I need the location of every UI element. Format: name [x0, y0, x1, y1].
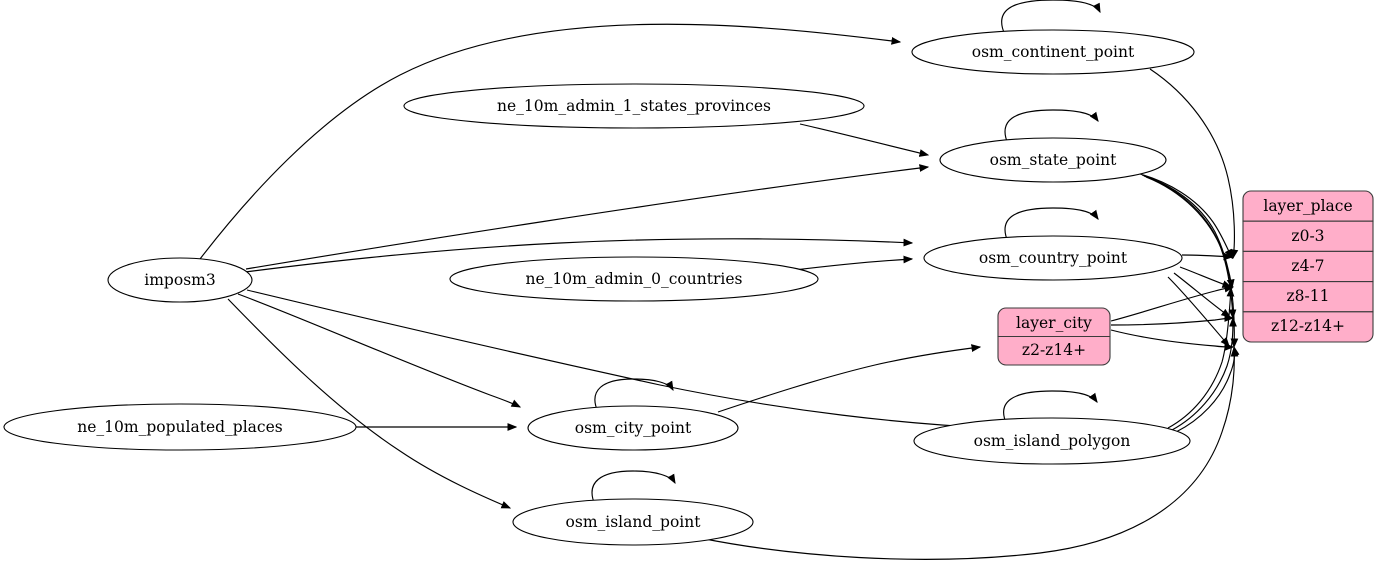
record-row-layer-place-z0-3[interactable]: z0-3	[1291, 227, 1324, 245]
selfloop-osm-continent-point	[1001, 0, 1101, 36]
node-osm-state-point[interactable]: osm_state_point	[939, 137, 1167, 183]
selfloop-osm-country-point	[1004, 207, 1099, 243]
node-ne-10m-populated-places[interactable]: ne_10m_populated_places	[3, 403, 357, 451]
record-row-layer-place-z12-z14[interactable]: z12-z14+	[1271, 317, 1345, 335]
record-row-layer-place-z4-7[interactable]: z4-7	[1291, 257, 1324, 275]
node-label-ne-10m-admin-0-countries: ne_10m_admin_0_countries	[526, 270, 743, 288]
node-osm-continent-point[interactable]: osm_continent_point	[911, 29, 1195, 75]
record-title-layer-city: layer_city	[1016, 314, 1092, 332]
edge-imposm3-osm-island-polygon	[246, 289, 994, 432]
edge-osm-state-point-layer-place	[1139, 173, 1233, 260]
edge-osm-island-polygon-layer-place	[1167, 286, 1235, 429]
edge-osm-country-point-layer-place-3	[1173, 272, 1231, 318]
node-osm-island-polygon[interactable]: osm_island_polygon	[913, 417, 1191, 465]
node-label-osm-continent-point: osm_continent_point	[972, 43, 1135, 61]
node-label-osm-island-point: osm_island_point	[566, 513, 702, 531]
node-osm-city-point[interactable]: osm_city_point	[527, 405, 739, 451]
edge-ne-countries-osm-country-point	[794, 255, 914, 271]
edge-osm-country-point-layer-place-2	[1179, 266, 1233, 288]
selfloop-osm-island-point	[591, 470, 676, 506]
node-label-ne-10m-admin-1-states-provinces: ne_10m_admin_1_states_provinces	[497, 97, 771, 115]
record-title-layer-place: layer_place	[1263, 197, 1352, 215]
record-row-layer-city-z2-z14[interactable]: z2-z14+	[1022, 341, 1086, 359]
edge-osm-continent-point-layer-place	[1149, 68, 1239, 260]
edge-imposm3-osm-country-point	[244, 238, 914, 273]
edge-imposm3-osm-state-point	[245, 164, 930, 270]
selfloop-osm-state-point	[1004, 109, 1099, 145]
edge-layer-city-layer-place	[1110, 284, 1235, 322]
selfloop-osm-island-polygon	[1003, 390, 1098, 426]
node-ne-10m-admin-0-countries[interactable]: ne_10m_admin_0_countries	[449, 256, 819, 302]
edge-layer-city-layer-place-3	[1110, 329, 1235, 351]
records-layer: layer_city z2-z14+ layer_place z0-3 z4-7…	[997, 190, 1374, 366]
node-label-ne-10m-populated-places: ne_10m_populated_places	[77, 418, 282, 436]
edge-ne-states-osm-state-point	[799, 123, 930, 157]
selfloop-osm-city-point	[594, 378, 674, 413]
edges-layer	[199, 0, 1240, 560]
edge-imposm3-osm-island-point	[227, 298, 512, 509]
edge-osm-island-polygon-layer-place-2	[1171, 316, 1237, 431]
node-label-osm-country-point: osm_country_point	[979, 249, 1128, 267]
edge-osm-city-point-layer-city	[717, 344, 982, 413]
edge-osm-country-point-layer-place-4	[1167, 276, 1230, 347]
node-ne-10m-admin-1-states-provinces[interactable]: ne_10m_admin_1_states_provinces	[403, 83, 865, 129]
edge-layer-city-layer-place-2	[1110, 314, 1235, 326]
edge-osm-country-point-layer-place	[1181, 252, 1234, 261]
edge-imposm3-osm-continent-point	[199, 23, 902, 260]
node-label-imposm3: imposm3	[144, 271, 215, 289]
node-osm-island-point[interactable]: osm_island_point	[512, 498, 754, 546]
node-osm-country-point[interactable]: osm_country_point	[923, 235, 1183, 281]
record-layer-city[interactable]: layer_city z2-z14+	[997, 307, 1111, 366]
node-imposm3[interactable]: imposm3	[107, 257, 253, 303]
edge-imposm3-osm-city-point	[237, 293, 522, 408]
node-label-osm-island-polygon: osm_island_polygon	[974, 432, 1131, 450]
edge-osm-island-point-layer-place	[699, 346, 1239, 560]
node-label-osm-state-point: osm_state_point	[990, 151, 1118, 169]
record-layer-place[interactable]: layer_place z0-3 z4-7 z8-11 z12-z14+	[1242, 190, 1374, 343]
nodes-layer: imposm3 ne_10m_populated_places ne_10m_a…	[3, 29, 1195, 546]
node-label-osm-city-point: osm_city_point	[575, 419, 692, 437]
record-row-layer-place-z8-11[interactable]: z8-11	[1287, 287, 1330, 305]
